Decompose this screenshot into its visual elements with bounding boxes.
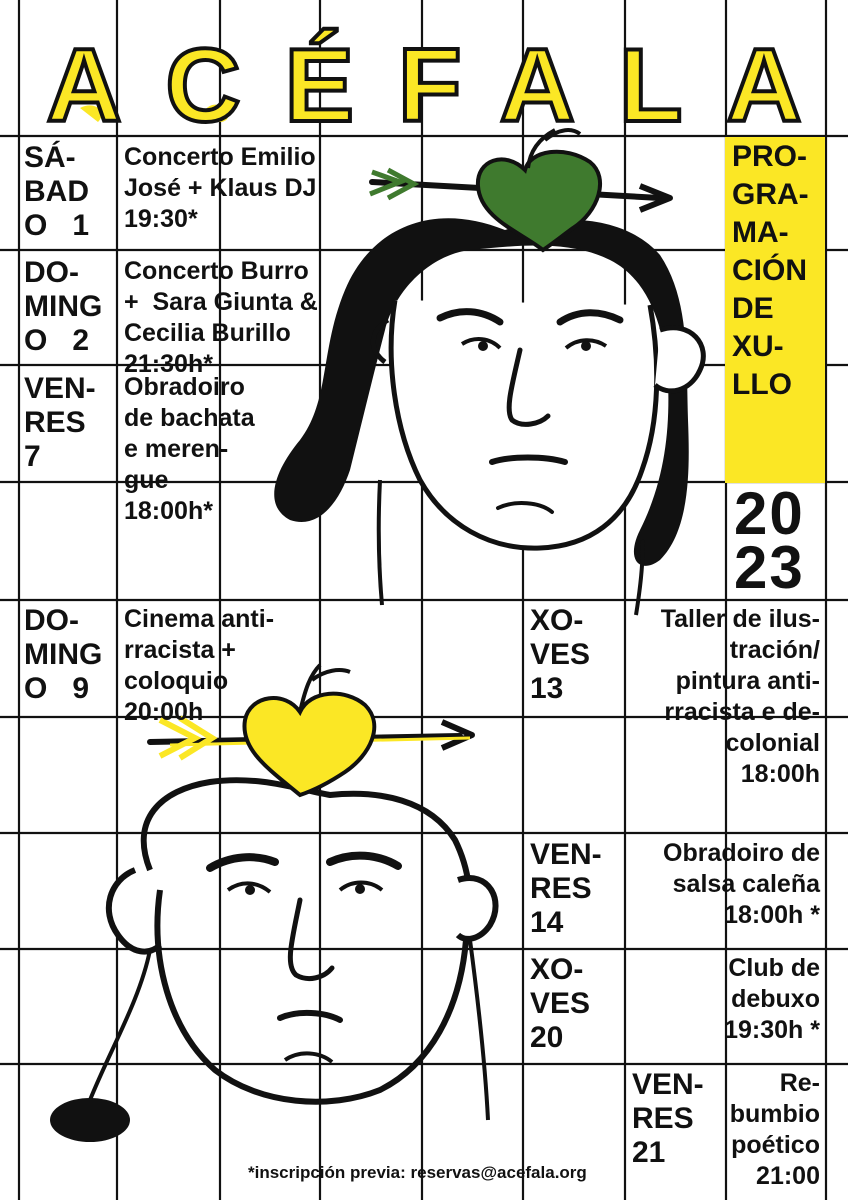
top-face-drawing bbox=[274, 128, 706, 616]
event-day: XO- VES 20 bbox=[530, 953, 591, 1054]
registration-note: *inscripción previa: reservas@acefala.or… bbox=[248, 1163, 587, 1182]
event-day: SÁ- BAD O 1 bbox=[24, 141, 90, 242]
paint-splash bbox=[204, 104, 229, 122]
programme-highlight bbox=[725, 137, 825, 483]
event-day: VEN- RES 21 bbox=[632, 1068, 704, 1169]
poster-title: ACÉFALA bbox=[44, 28, 846, 144]
programme-label: PRO- GRA- MA- CIÓN DE XU- LLO bbox=[732, 140, 809, 401]
event-description: Taller de ilus- tración/ pintura anti- r… bbox=[660, 605, 820, 788]
year-label: 20 23 bbox=[734, 480, 805, 601]
event-description: Re- bumbio poético 21:00 bbox=[729, 1069, 820, 1190]
event-description: Concerto Emilio José + Klaus DJ 19:30* bbox=[124, 143, 317, 233]
event-description: Obradoiro de bachata e meren- gue 18:00h… bbox=[124, 373, 255, 525]
event-description: Club de debuxo 19:30h * bbox=[724, 954, 820, 1044]
event-day: VEN- RES 7 bbox=[24, 372, 96, 473]
event-day: VEN- RES 14 bbox=[530, 838, 602, 939]
event-day: DO- MING O 9 bbox=[24, 604, 103, 705]
event-description: Concerto Burro + Sara Giunta & Cecilia B… bbox=[124, 257, 318, 378]
event-description: Cinema anti- rracista + coloquio 20:00h bbox=[124, 605, 275, 726]
bottom-face-drawing bbox=[50, 663, 499, 1142]
paint-splash bbox=[80, 105, 102, 122]
event-day: XO- VES 13 bbox=[530, 604, 591, 705]
event-description: Obradoiro de salsa caleña 18:00h * bbox=[663, 839, 820, 929]
event-day: DO- MING O 2 bbox=[24, 256, 103, 357]
